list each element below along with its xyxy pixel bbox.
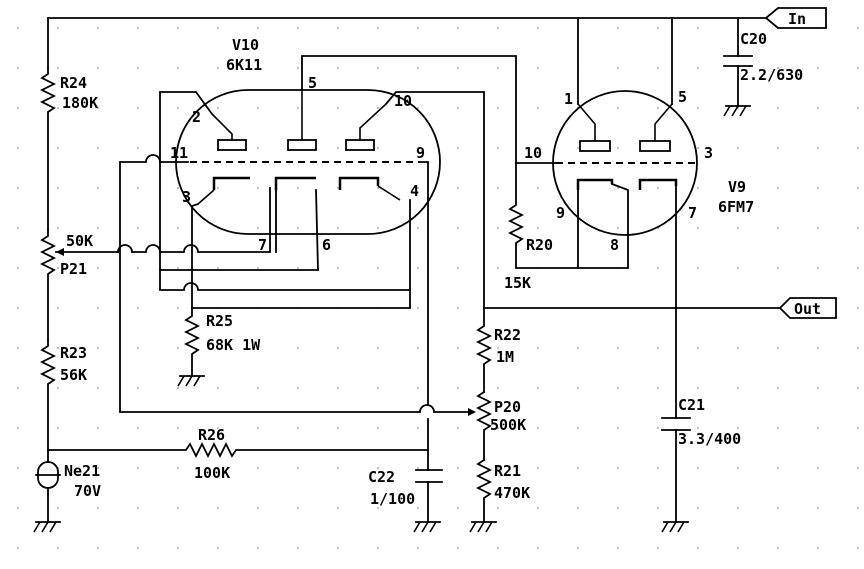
r23-ref: R23 (60, 344, 87, 362)
v9-ref: V9 (728, 178, 746, 196)
c22-ref: C22 (368, 468, 395, 486)
c20-ref: C20 (740, 30, 767, 48)
v10-ref: V10 (232, 36, 259, 54)
ne21-ref: Ne21 (64, 462, 100, 480)
v10-pin-7: 7 (258, 236, 267, 254)
v9-pin-8: 8 (610, 236, 619, 254)
r23-value: 56K (60, 366, 87, 384)
v10-pin-3: 3 (182, 188, 191, 206)
r20-value: 15K (504, 274, 531, 292)
c21-ref: C21 (678, 396, 705, 414)
v9-pin-5: 5 (678, 88, 687, 106)
labels: V10 6K11 V9 6FM7 2 5 10 11 9 3 4 7 6 1 5… (60, 10, 821, 508)
v10-pin-5: 5 (308, 74, 317, 92)
v10-pin-10: 10 (394, 92, 412, 110)
c20-value: 2.2/630 (740, 66, 803, 84)
ne21-value: 70V (74, 482, 101, 500)
v9-pin-7: 7 (688, 204, 697, 222)
r22-value: 1M (496, 348, 514, 366)
v9-pin-9: 9 (556, 204, 565, 222)
c21-value: 3.3/400 (678, 430, 741, 448)
r26-value: 100K (194, 464, 230, 482)
v9-pin-10: 10 (524, 144, 542, 162)
v10-pin-2: 2 (192, 108, 201, 126)
r21-ref: R21 (494, 462, 521, 480)
r25-ref: R25 (206, 312, 233, 330)
out-port-shape (778, 297, 837, 319)
r24-value: 180K (62, 94, 98, 112)
v9-type: 6FM7 (718, 198, 754, 216)
r22-ref: R22 (494, 326, 521, 344)
p20-ref: P20 (494, 398, 521, 416)
v9-pin-1: 1 (564, 90, 573, 108)
v10-pin-11: 11 (170, 144, 188, 162)
p21-ref: P21 (60, 260, 87, 278)
v10-pin-4: 4 (410, 182, 419, 200)
r24-ref: R24 (60, 74, 87, 92)
r26-ref: R26 (198, 426, 225, 444)
v10-type: 6K11 (226, 56, 262, 74)
v10-pin-9: 9 (416, 144, 425, 162)
r25-value: 68K 1W (206, 336, 261, 354)
p21-value: 50K (66, 232, 93, 250)
p20-value: 500K (490, 416, 526, 434)
tube-v10 (175, 89, 441, 235)
v10-pin-6: 6 (322, 236, 331, 254)
out-port-label: Out (794, 300, 821, 318)
r20-ref: R20 (526, 236, 553, 254)
r21-value: 470K (494, 484, 530, 502)
wiring (33, 7, 837, 533)
c22-value: 1/100 (370, 490, 415, 508)
in-port-shape (764, 7, 827, 29)
in-port-label: In (788, 10, 806, 28)
v9-pin-3: 3 (704, 144, 713, 162)
